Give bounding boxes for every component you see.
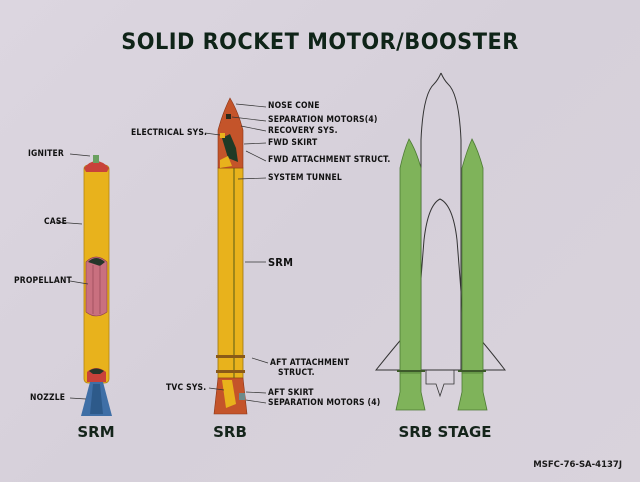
label-tvc-sys: TVC SYS.	[166, 383, 207, 393]
label-case: CASE	[44, 217, 67, 227]
label-igniter: IGNITER	[28, 149, 64, 159]
label-aft-skirt: AFT SKIRT	[268, 388, 314, 398]
label-propellant: PROPELLANT	[14, 276, 72, 286]
caption-srb: SRB	[213, 423, 247, 441]
label-separation-motors-aft: SEPARATION MOTORS (4)	[268, 398, 381, 408]
label-srm: SRM	[268, 256, 294, 269]
srm-illustration	[81, 155, 112, 416]
label-fwd-skirt: FWD SKIRT	[268, 138, 318, 148]
label-aft-attachment-line1: AFT ATTACHMENT	[270, 358, 350, 368]
leader-lines	[55, 103, 269, 404]
caption-srm: SRM	[77, 423, 115, 441]
label-system-tunnel: SYSTEM TUNNEL	[268, 173, 342, 183]
srb-stage-illustration	[374, 72, 507, 411]
label-nozzle: NOZZLE	[30, 393, 66, 403]
label-nose-cone: NOSE CONE	[268, 101, 320, 111]
document-code: MSFC-76-SA-4137J	[533, 460, 622, 470]
label-electrical-sys: ELECTRICAL SYS.	[131, 128, 208, 138]
label-aft-attachment-line2: STRUCT.	[278, 368, 315, 378]
label-fwd-attachment: FWD ATTACHMENT STRUCT.	[268, 155, 391, 165]
caption-srb-stage: SRB STAGE	[398, 423, 492, 441]
label-separation-motors-fwd: SEPARATION MOTORS(4)	[268, 115, 378, 125]
diagram-title: SOLID ROCKET MOTOR/BOOSTER	[121, 30, 519, 55]
srb-illustration	[213, 97, 248, 415]
label-recovery-sys: RECOVERY SYS.	[268, 126, 338, 136]
